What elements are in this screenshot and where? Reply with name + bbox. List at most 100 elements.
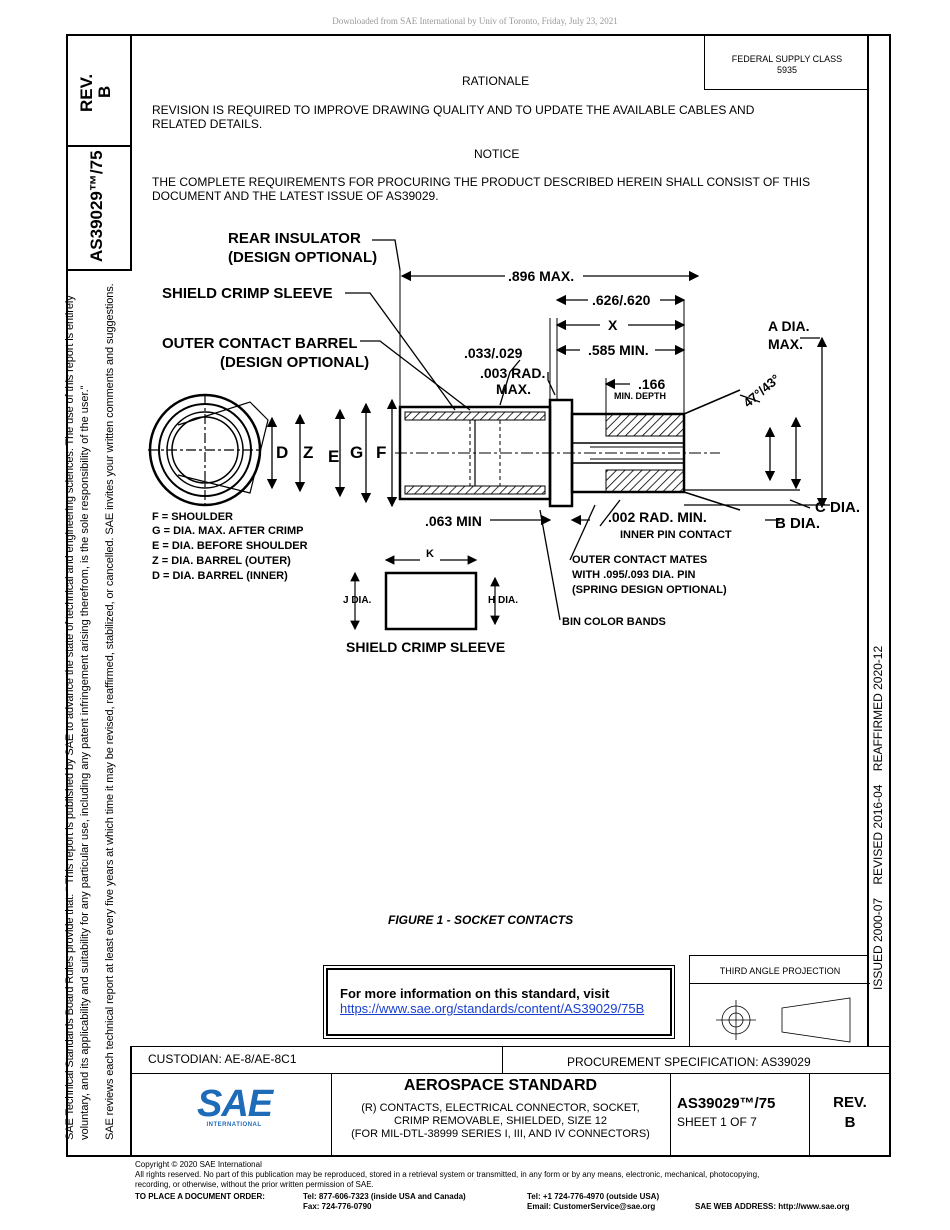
drawing-labels: REAR INSULATOR (DESIGN OPTIONAL) SHIELD … (152, 230, 860, 655)
left-strip-divider-3 (66, 269, 132, 271)
svg-text:E: E (328, 447, 339, 466)
svg-text:.896 MAX.: .896 MAX. (508, 268, 574, 284)
svg-text:MAX.: MAX. (496, 381, 531, 397)
dimension-lines (266, 239, 830, 621)
tel-us: Tel: 877-606-7323 (inside USA and Canada… (303, 1192, 466, 1201)
svg-text:(DESIGN OPTIONAL): (DESIGN OPTIONAL) (228, 249, 377, 266)
svg-text:SHIELD CRIMP SLEEVE: SHIELD CRIMP SLEEVE (346, 639, 505, 655)
sleeve-view (350, 555, 500, 631)
tb-rev-label: REV. (833, 1094, 867, 1111)
footer: Copyright © 2020 SAE International All r… (135, 1160, 895, 1190)
desc-line-2: CRIMP REMOVABLE, SHIELDED, SIZE 12 (394, 1115, 607, 1127)
copyright: Copyright © 2020 SAE International (135, 1160, 262, 1169)
tb-sheet: SHEET 1 OF 7 (677, 1115, 757, 1129)
issue-dates: ISSUED 2000-07 REVISED 2016-04 REAFFIRME… (871, 645, 885, 990)
order-label: TO PLACE A DOCUMENT ORDER: (135, 1192, 265, 1201)
standard-type: AEROSPACE STANDARD (403, 1077, 598, 1094)
tel-intl: Tel: +1 724-776-4970 (outside USA) (527, 1192, 660, 1201)
download-note: Downloaded from SAE International by Uni… (332, 16, 618, 26)
rationale-text: REVISION IS REQUIRED TO IMPROVE DRAWING … (152, 103, 755, 131)
svg-text:E = DIA. BEFORE SHOULDER: E = DIA. BEFORE SHOULDER (152, 540, 308, 552)
notice-text: THE COMPLETE REQUIREMENTS FOR PROCURING … (152, 175, 811, 203)
svg-text:MIN. DEPTH: MIN. DEPTH (614, 391, 666, 401)
svg-text:J DIA.: J DIA. (343, 595, 372, 606)
svg-text:.626/.620: .626/.620 (592, 292, 651, 308)
left-strip-divider-2 (66, 145, 132, 147)
tb-line-3 (502, 1046, 503, 1073)
sae-logo-sub: INTERNATIONAL (206, 1122, 262, 1128)
svg-text:(SPRING DESIGN OPTIONAL): (SPRING DESIGN OPTIONAL) (572, 584, 727, 596)
svg-text:WITH .095/.093 DIA. PIN: WITH .095/.093 DIA. PIN (572, 569, 696, 581)
svg-text:Z = DIA. BARREL (OUTER): Z = DIA. BARREL (OUTER) (152, 555, 291, 567)
tb-rev-value: B (844, 1114, 856, 1131)
projection-symbol-icon (716, 997, 851, 1043)
svg-text:B DIA.: B DIA. (775, 515, 820, 532)
socket-contact-drawing: REAR INSULATOR (DESIGN OPTIONAL) SHIELD … (148, 230, 860, 655)
tb-line-2 (130, 1073, 891, 1074)
rights-2: recording, or otherwise, without the pri… (135, 1180, 374, 1189)
desc-line-3: (FOR MIL-DTL-38999 SERIES I, III, AND IV… (351, 1128, 650, 1140)
supply-class-line1: FEDERAL SUPPLY CLASS (731, 54, 843, 64)
svg-text:G = DIA. MAX. AFTER CRIMP: G = DIA. MAX. AFTER CRIMP (152, 525, 303, 537)
supply-class-line2: 5935 (776, 65, 798, 75)
rights-1: All rights reserved. No part of this pub… (135, 1170, 760, 1179)
notice-title: NOTICE (474, 147, 520, 161)
supply-class-box: FEDERAL SUPPLY CLASS 5935 (704, 34, 869, 90)
svg-text:A DIA.: A DIA. (768, 318, 809, 334)
sae-logo-text: SAE (197, 1083, 273, 1125)
svg-text:.063 MIN: .063 MIN (425, 513, 482, 529)
svg-text:G: G (350, 443, 363, 462)
svg-text:BIN COLOR BANDS: BIN COLOR BANDS (562, 616, 666, 628)
page-frame (66, 34, 891, 1157)
svg-text:SHIELD CRIMP SLEEVE: SHIELD CRIMP SLEEVE (162, 285, 333, 302)
svg-text:(DESIGN OPTIONAL): (DESIGN OPTIONAL) (220, 354, 369, 371)
procurement-spec: PROCUREMENT SPECIFICATION: AS39029 (567, 1055, 811, 1069)
svg-text:Z: Z (303, 443, 313, 462)
svg-text:.033/.029: .033/.029 (464, 345, 523, 361)
tb-description: (R) CONTACTS, ELECTRICAL CONNECTOR, SOCK… (331, 1102, 670, 1141)
standard-link[interactable]: https://www.sae.org/standards/content/AS… (340, 1001, 645, 1016)
svg-text:D: D (276, 443, 288, 462)
desc-line-1: (R) CONTACTS, ELECTRICAL CONNECTOR, SOCK… (361, 1102, 640, 1114)
sae-logo: SAE INTERNATIONAL (197, 1083, 273, 1128)
svg-text:MAX.: MAX. (768, 336, 803, 352)
info-box: For more information on this standard, v… (323, 965, 675, 1039)
svg-text:F: F (376, 443, 386, 462)
info-text: For more information on this standard, v… (340, 986, 610, 1001)
projection-box: THIRD ANGLE PROJECTION (689, 955, 870, 1046)
svg-text:OUTER CONTACT MATES: OUTER CONTACT MATES (572, 554, 707, 566)
web-address: SAE WEB ADDRESS: http://www.sae.org (695, 1202, 850, 1211)
svg-text:.002 RAD. MIN.: .002 RAD. MIN. (608, 509, 707, 525)
svg-text:K: K (426, 548, 434, 560)
side-view (395, 270, 741, 511)
rationale-title: RATIONALE (462, 74, 530, 88)
tb-line-4 (331, 1073, 332, 1157)
right-strip-divider (867, 34, 869, 1046)
svg-text:H DIA.: H DIA. (488, 595, 518, 606)
fax: Fax: 724-776-0790 (303, 1202, 372, 1211)
left-strip-divider (130, 34, 132, 271)
svg-text:.166: .166 (638, 376, 665, 392)
svg-text:F = SHOULDER: F = SHOULDER (152, 511, 233, 523)
tb-line-5 (670, 1073, 671, 1157)
svg-text:X: X (608, 317, 618, 333)
tb-line-6 (809, 1073, 810, 1157)
svg-text:.003 RAD.: .003 RAD. (480, 365, 545, 381)
svg-text:47°/43°: 47°/43° (740, 371, 783, 410)
projection-label: THIRD ANGLE PROJECTION (719, 966, 841, 976)
email: Email: CustomerService@sae.org (527, 1202, 656, 1211)
custodian: CUSTODIAN: AE-8/AE-8C1 (148, 1052, 297, 1066)
title-block (130, 1046, 891, 1157)
tb-rev: REV. B (809, 1093, 891, 1133)
end-view (148, 393, 269, 507)
tb-doc-number: AS39029™/75 (677, 1095, 776, 1112)
svg-text:D = DIA. BARREL (INNER): D = DIA. BARREL (INNER) (152, 570, 288, 582)
tb-line-1 (130, 1046, 132, 1157)
svg-text:REAR INSULATOR: REAR INSULATOR (228, 230, 361, 247)
svg-text:C DIA.: C DIA. (815, 499, 860, 516)
svg-text:.585 MIN.: .585 MIN. (588, 342, 649, 358)
svg-text:OUTER CONTACT BARREL: OUTER CONTACT BARREL (162, 335, 358, 352)
projection-divider (690, 983, 870, 984)
figure-caption: FIGURE 1 - SOCKET CONTACTS (388, 913, 574, 927)
svg-text:INNER PIN CONTACT: INNER PIN CONTACT (620, 529, 732, 541)
